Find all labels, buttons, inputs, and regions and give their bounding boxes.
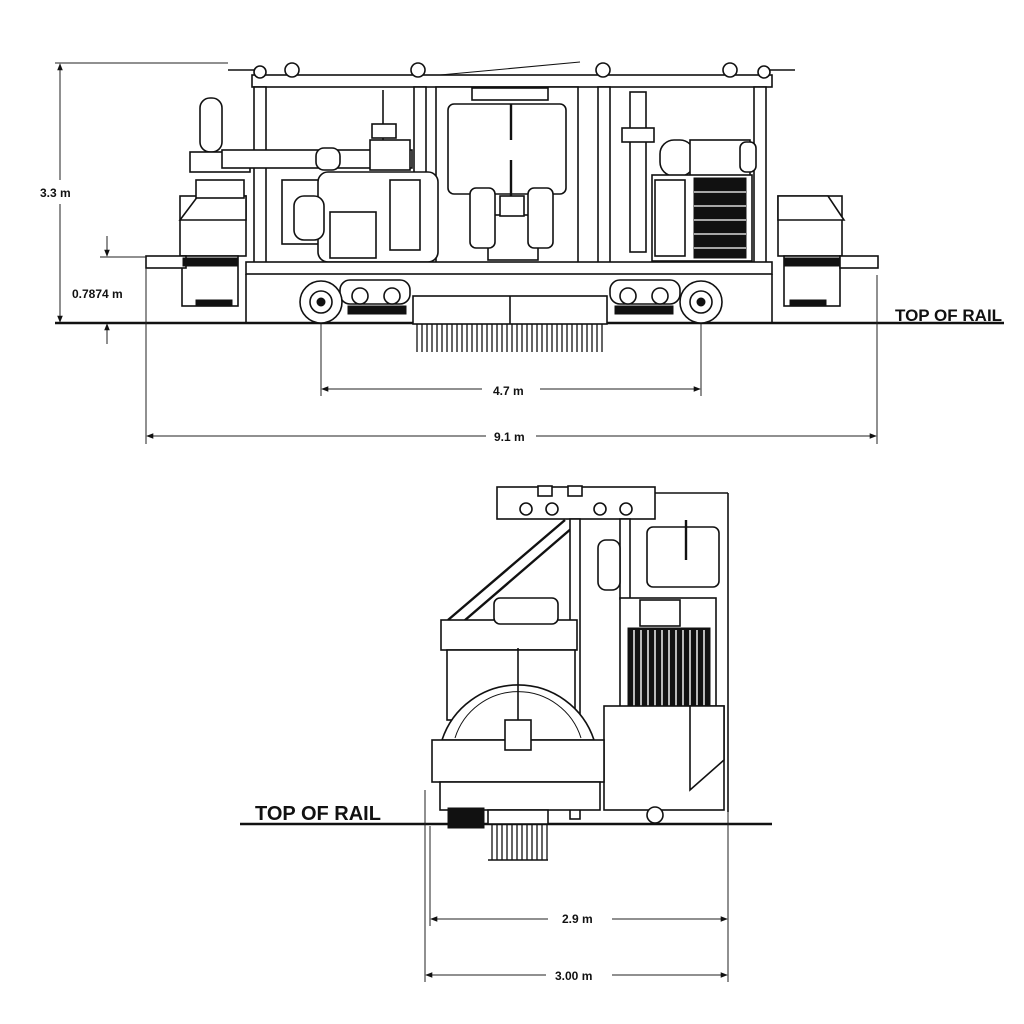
label-inner-width: 2.9 m xyxy=(562,912,593,926)
dim-length xyxy=(145,268,878,444)
lifting-eyes xyxy=(228,61,795,79)
right-engine xyxy=(621,91,757,262)
label-step-height: 0.7874 m xyxy=(72,287,123,301)
cab xyxy=(435,86,579,266)
left-end-hood xyxy=(145,179,247,307)
dim-height xyxy=(55,62,228,323)
undercarriage xyxy=(339,279,681,315)
end-brush-drum xyxy=(431,648,605,811)
dim-wheelbase xyxy=(320,324,702,396)
label-side-rail: TOP OF RAIL xyxy=(895,306,1002,325)
left-exhaust xyxy=(189,90,413,173)
label-end-rail: TOP OF RAIL xyxy=(255,803,381,825)
dim-step xyxy=(100,236,146,344)
side-brush xyxy=(412,295,608,352)
deck-frame xyxy=(245,261,773,275)
label-wheelbase: 4.7 m xyxy=(493,384,524,398)
dim-inner-width xyxy=(429,812,729,982)
side-wheels xyxy=(299,280,723,324)
right-end-hood xyxy=(777,195,879,307)
label-outer-width: 3.00 m xyxy=(555,969,592,983)
end-top-bar xyxy=(496,485,729,812)
end-cab xyxy=(597,520,720,591)
side-view: 3.3 m 0.7874 m 4.7 m 9.1 m TOP OF RAIL xyxy=(40,61,1004,444)
top-frame xyxy=(251,74,773,88)
end-view: TOP OF RAIL 2.9 m 3.00 m xyxy=(240,485,772,983)
left-engine xyxy=(281,171,439,263)
end-lower-box xyxy=(603,705,725,824)
label-height: 3.3 m xyxy=(40,186,71,200)
dim-outer-width xyxy=(424,790,728,982)
label-overall-length: 9.1 m xyxy=(494,430,525,444)
end-brush xyxy=(447,807,549,861)
